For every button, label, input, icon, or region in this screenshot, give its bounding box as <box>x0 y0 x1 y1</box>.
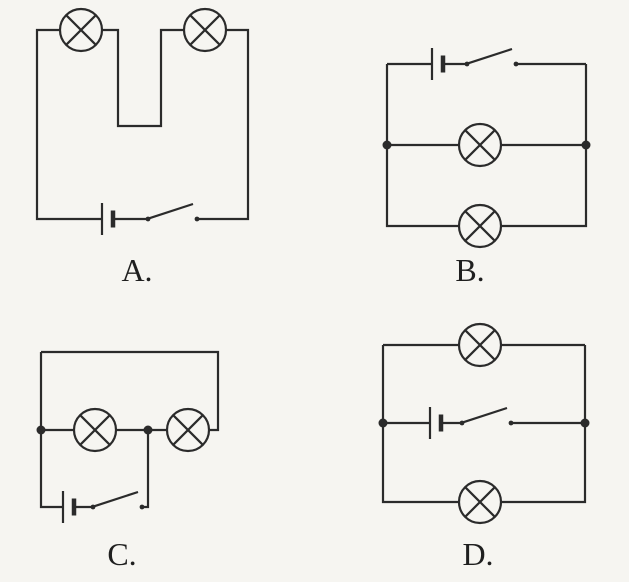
lamp-icon <box>72 407 118 453</box>
circuit-c: C. <box>36 350 220 572</box>
circuit-d-wires <box>381 343 587 504</box>
circuit-b-wires <box>385 62 588 228</box>
lamp-icon <box>457 479 503 525</box>
circuit-a: A. <box>35 7 250 288</box>
lamp-icon <box>58 7 104 53</box>
circuit-c-wires <box>39 350 220 509</box>
lamp-icon <box>457 322 503 368</box>
lamp-icon <box>457 122 503 168</box>
lamp-icon <box>182 7 228 53</box>
circuit-label-a: A. <box>121 252 152 288</box>
lamp-icon <box>457 203 503 249</box>
circuit-label-d: D. <box>462 536 493 572</box>
switch-icon <box>458 406 515 427</box>
junction-dot <box>382 140 392 150</box>
junction-dot <box>581 140 591 150</box>
junction-dot <box>143 425 153 435</box>
switch-icon <box>89 490 146 511</box>
battery-icon <box>430 407 441 439</box>
junction-dot <box>36 425 46 435</box>
switch-icon <box>144 202 201 223</box>
lamp-icon <box>165 407 211 453</box>
circuit-d: D. <box>378 322 590 572</box>
junction-dot <box>378 418 388 428</box>
circuit-a-wires <box>35 28 250 221</box>
battery-icon <box>63 491 74 523</box>
battery-icon <box>432 48 443 80</box>
circuit-label-b: B. <box>455 252 484 288</box>
junction-dot <box>580 418 590 428</box>
circuit-b: B. <box>382 47 591 288</box>
switch-icon <box>463 47 520 68</box>
circuit-label-c: C. <box>107 536 136 572</box>
battery-icon <box>102 203 113 235</box>
